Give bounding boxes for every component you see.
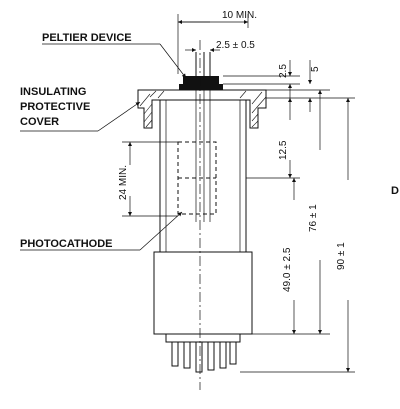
label-peltier-device: PELTIER DEVICE bbox=[42, 32, 132, 44]
dim-top-width bbox=[177, 14, 249, 74]
label-photocathode: PHOTOCATHODE bbox=[20, 238, 113, 250]
dim-label-49: 49.0 ± 2.5 bbox=[282, 247, 293, 292]
tube-body bbox=[159, 90, 247, 253]
base-pins bbox=[171, 341, 237, 373]
label-insulating-1: INSULATING bbox=[20, 86, 86, 98]
dim-label-10-min: 10 MIN. bbox=[222, 10, 257, 21]
dim-label-peltier-pitch: 2.5 ± 0.5 bbox=[216, 40, 255, 51]
label-insulating-3: COVER bbox=[20, 116, 59, 128]
label-edge-d: D bbox=[391, 185, 399, 197]
dim-right-lines bbox=[223, 60, 355, 373]
dim-label-90: 90 ± 1 bbox=[336, 242, 347, 270]
dim-label-5: 5 bbox=[310, 66, 321, 72]
dim-label-24-min: 24 MIN. bbox=[118, 165, 129, 200]
dim-label-12-5: 12.5 bbox=[278, 140, 289, 160]
label-insulating-2: PROTECTIVE bbox=[20, 101, 90, 113]
dim-label-2-5: 2.5 bbox=[278, 64, 289, 78]
dim-24-min bbox=[122, 141, 178, 217]
dim-label-76: 76 ± 1 bbox=[308, 204, 319, 232]
tube-base bbox=[153, 251, 253, 343]
leader-lines bbox=[20, 43, 187, 251]
insulating-cover bbox=[137, 89, 267, 129]
peltier-device bbox=[179, 52, 223, 90]
